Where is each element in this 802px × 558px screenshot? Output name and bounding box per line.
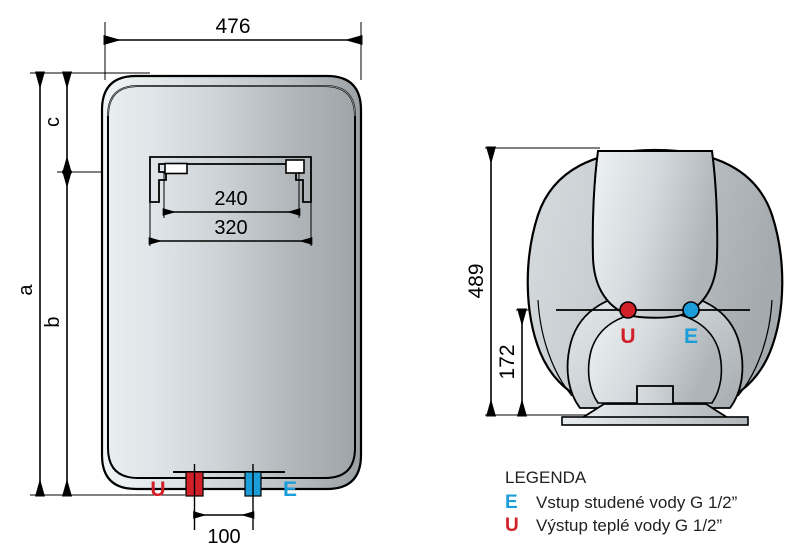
legend-mark-u: U: [505, 515, 519, 536]
legend-desc-u: Výstup teplé vody G 1/2”: [536, 516, 722, 535]
side-base-plate: [561, 416, 749, 426]
dimension-bracket-320: 320: [148, 217, 313, 245]
dimension-side-height-489: 489: [465, 146, 496, 417]
dim-label-489: 489: [465, 263, 488, 298]
side-center-lobe: [591, 150, 719, 319]
dimension-side-height-172: 172: [496, 308, 527, 417]
legend-desc-e: Vstup studené vody G 1/2”: [536, 493, 738, 512]
side-fold-right: [711, 150, 718, 259]
dim-label-476: 476: [215, 15, 250, 38]
tank-bottom-cap-edge: [107, 447, 356, 479]
dimension-port-spacing-100: 100: [193, 511, 255, 548]
side-base-pedestal: [578, 403, 732, 419]
front-view-ports: [173, 464, 285, 530]
side-port-letter-u: U: [620, 325, 635, 348]
bracket-slot-left: [164, 162, 188, 175]
side-port-dot-e: [682, 301, 700, 319]
front-view-group: 476 a c b 240: [15, 15, 363, 548]
dim-label-b: b: [42, 316, 64, 327]
side-port-dot-u: [619, 301, 637, 319]
dim-label-c: c: [42, 117, 64, 127]
dimension-height-a: a: [15, 71, 45, 497]
dim-label-100: 100: [207, 526, 240, 548]
bracket-slot-right: [285, 159, 305, 174]
side-view-ports: U E: [556, 301, 750, 348]
side-view-group: U E 489 172: [465, 146, 784, 426]
side-port-letter-e: E: [684, 325, 698, 348]
legend-mark-e: E: [505, 492, 518, 513]
dimension-height-b: b: [42, 170, 72, 497]
dimension-bracket-240: 240: [162, 188, 301, 216]
side-fold-left: [592, 150, 599, 259]
legend-block: LEGENDA E Vstup studené vody G 1/2” U Vý…: [505, 468, 738, 536]
dim-label-a: a: [15, 284, 37, 296]
dim-label-320: 320: [214, 217, 247, 239]
side-haunch-right: [737, 299, 773, 397]
dimension-height-c: c: [42, 71, 72, 174]
legend-title: LEGENDA: [505, 468, 587, 487]
side-haunch-left: [537, 299, 573, 397]
front-port-letter-u: U: [150, 478, 165, 501]
wall-bracket: [149, 156, 312, 246]
dim-label-240: 240: [214, 188, 247, 210]
tank-top-highlight: [107, 85, 356, 117]
dimension-width-476: 476: [103, 15, 363, 45]
tank-body-panel: [107, 85, 356, 479]
dim-label-172: 172: [496, 344, 519, 379]
front-port-letter-e: E: [283, 478, 297, 501]
